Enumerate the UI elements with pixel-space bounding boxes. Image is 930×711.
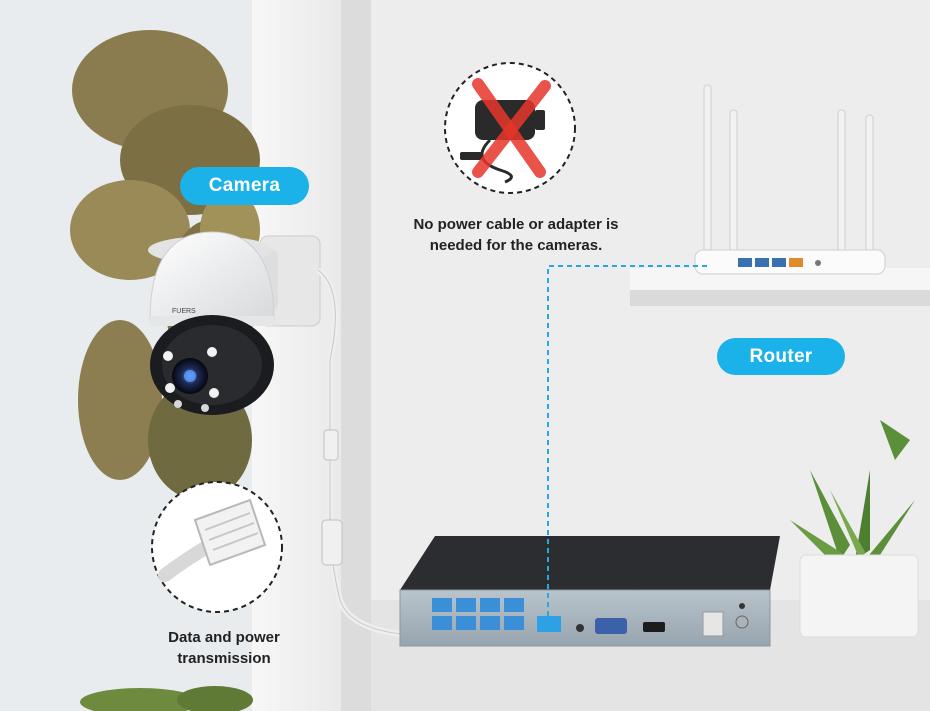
- no-adapter-badge: [444, 62, 576, 194]
- rj45-badge: [151, 481, 283, 613]
- data-power-caption-line1: Data and power: [168, 629, 280, 646]
- bottom-bushes: [80, 686, 253, 711]
- data-power-caption: Data and power transmission: [138, 627, 310, 669]
- nvr-recorder: [399, 536, 780, 647]
- router-device: [694, 84, 886, 275]
- no-power-caption-line2: needed for the cameras.: [429, 237, 603, 254]
- cable-connector: [321, 519, 343, 566]
- camera-brand: FUERS: [172, 308, 196, 315]
- router-label: Router: [717, 338, 845, 375]
- potted-plant: [790, 420, 919, 638]
- ethernet-plug-icon: [158, 498, 267, 582]
- usb-ports: [702, 611, 724, 637]
- power-adapter-crossed-icon: [460, 78, 551, 184]
- wall-edge: [341, 0, 371, 711]
- no-power-caption-line1: No power cable or adapter is: [413, 216, 619, 233]
- hdmi-port: [643, 622, 665, 632]
- camera-label: Camera: [180, 167, 309, 205]
- uplink-port: [537, 616, 561, 632]
- no-power-caption: No power cable or adapter is needed for …: [385, 214, 647, 256]
- poe-ports: [432, 598, 524, 630]
- ptz-camera: [148, 231, 275, 415]
- data-power-caption-line2: transmission: [177, 650, 271, 667]
- vga-port: [595, 618, 627, 634]
